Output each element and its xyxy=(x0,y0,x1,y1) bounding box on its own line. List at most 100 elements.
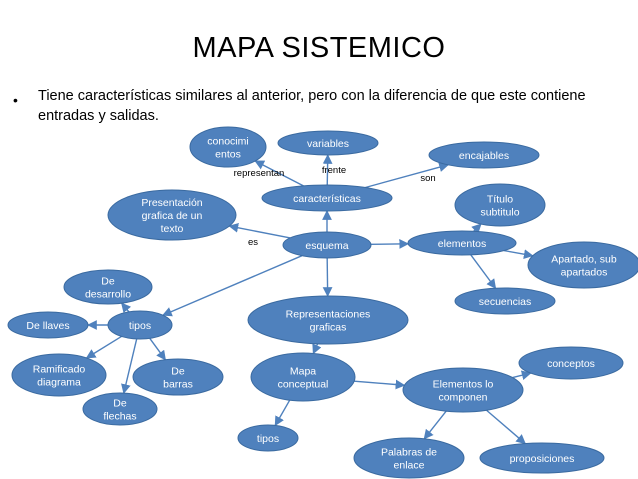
node-label-representaciones: Representaciones xyxy=(286,309,371,321)
edge-to-ramificado xyxy=(85,335,122,359)
node-llaves: De llaves xyxy=(7,311,89,339)
edge-to-presentacion xyxy=(228,222,291,239)
node-label-esquema: esquema xyxy=(305,240,348,252)
node-shape-variables xyxy=(277,130,379,156)
bullet-text: Tiene características similares al anter… xyxy=(38,88,586,124)
node-label-caracteristicas: características xyxy=(293,193,361,205)
edge-to-conceptos xyxy=(512,370,532,380)
edge-to-secuencias xyxy=(470,254,497,290)
node-variables: variables xyxy=(277,130,379,156)
node-shape-tipos1 xyxy=(107,310,173,340)
node-shape-elementos xyxy=(407,230,517,256)
nodes-layer: esquemacaracterísticasvariablesconocimie… xyxy=(7,126,638,479)
node-label-conocimientos: conocimi xyxy=(207,136,248,148)
node-label-encajables: encajables xyxy=(459,150,509,162)
node-shape-llaves xyxy=(7,311,89,339)
node-label-variables: variables xyxy=(307,138,349,150)
edge-to-tipos1 xyxy=(161,255,303,317)
node-shape-palabras xyxy=(353,437,465,479)
node-label-ramificado: Ramificado xyxy=(33,364,86,376)
node-encajables: encajables xyxy=(428,141,540,169)
node-tipos2: tipos xyxy=(237,424,299,452)
node-label-palabras: enlace xyxy=(394,460,425,472)
node-shape-tipos2 xyxy=(237,424,299,452)
edge-to-titulo xyxy=(471,223,482,234)
edge-to-encajables xyxy=(365,162,450,189)
edge-to-mapa xyxy=(312,343,322,355)
edge-to-flechas xyxy=(121,338,138,395)
node-tipos1: tipos xyxy=(107,310,173,340)
node-label-elementos: elementos xyxy=(438,238,486,250)
node-shape-esquema xyxy=(282,231,372,259)
node-label-apartado: apartados xyxy=(561,267,608,279)
edge-label-son: son xyxy=(420,173,435,184)
node-label-barras: barras xyxy=(163,379,193,391)
node-label-tipos1: tipos xyxy=(129,320,151,332)
edge-to-desarrollo xyxy=(120,302,132,314)
edges-layer xyxy=(85,154,534,445)
node-label-llaves: De llaves xyxy=(26,320,69,332)
node-shape-encajables xyxy=(428,141,540,169)
edge-to-barras xyxy=(149,337,166,361)
node-shape-proposiciones xyxy=(479,442,605,474)
edge-to-tipos2 xyxy=(274,399,291,427)
node-conceptos: conceptos xyxy=(518,346,624,380)
edge-to-palabras xyxy=(423,410,447,440)
node-label-apartado: Apartado, sub xyxy=(551,254,617,266)
node-elementos: elementos xyxy=(407,230,517,256)
node-shape-presentacion xyxy=(107,189,237,241)
node-label-presentacion: texto xyxy=(161,223,184,235)
node-label-mapa: conceptual xyxy=(278,379,329,391)
edge-label-es: es xyxy=(248,237,258,248)
node-label-secuencias: secuencias xyxy=(479,296,532,308)
node-label-componen: componen xyxy=(438,392,487,404)
node-label-flechas: De xyxy=(113,398,127,410)
node-label-conocimientos: entos xyxy=(215,149,241,161)
slide-title: MAPA SISTEMICO xyxy=(192,32,446,64)
edge-labels-layer: representan frente son es xyxy=(234,165,436,248)
node-label-barras: De xyxy=(171,366,185,378)
node-secuencias: secuencias xyxy=(454,287,556,315)
node-label-desarrollo: De xyxy=(101,276,115,288)
node-shape-ramificado xyxy=(11,353,107,397)
node-label-proposiciones: proposiciones xyxy=(510,453,575,465)
edge-label-frente: frente xyxy=(322,165,346,176)
node-label-ramificado: diagrama xyxy=(37,377,81,389)
node-label-representaciones: graficas xyxy=(310,322,347,334)
edge-to-elementos xyxy=(370,239,410,249)
bullet-marker: • xyxy=(13,92,18,108)
edge-to-variables xyxy=(322,154,333,186)
node-label-presentacion: grafica de un xyxy=(142,210,203,222)
node-label-titulo: Título xyxy=(487,194,513,206)
node-shape-apartado xyxy=(527,241,638,289)
node-shape-caracteristicas xyxy=(261,184,393,212)
node-label-titulo: subtitulo xyxy=(480,207,519,219)
node-label-flechas: flechas xyxy=(103,411,136,423)
node-label-desarrollo: desarrollo xyxy=(85,289,131,301)
edge-to-proposiciones xyxy=(486,409,526,445)
edge-label-representan: representan xyxy=(234,168,285,179)
node-label-presentacion: Presentación xyxy=(141,197,202,209)
node-shape-conocimientos xyxy=(189,126,267,168)
node-label-tipos2: tipos xyxy=(257,433,279,445)
edge-to-conocimientos xyxy=(254,160,304,187)
node-label-mapa: Mapa xyxy=(290,366,316,378)
node-proposiciones: proposiciones xyxy=(479,442,605,474)
edge-to-apartado xyxy=(503,249,534,260)
node-shape-titulo xyxy=(454,183,546,227)
node-caracteristicas: características xyxy=(261,184,393,212)
node-shape-secuencias xyxy=(454,287,556,315)
node-esquema: esquema xyxy=(282,231,372,259)
node-shape-conceptos xyxy=(518,346,624,380)
node-shape-flechas xyxy=(82,392,158,426)
node-shape-componen xyxy=(402,367,524,413)
